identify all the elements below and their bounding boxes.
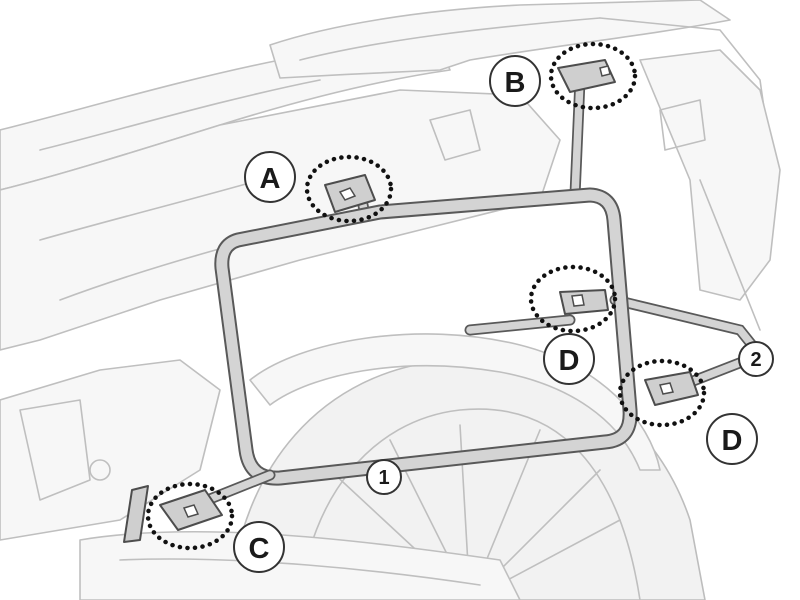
callout-d-lower-label: D bbox=[722, 425, 743, 457]
mount-plate-a bbox=[324, 174, 376, 213]
callout-b: B bbox=[489, 55, 541, 107]
callout-a-label: A bbox=[260, 163, 281, 195]
ring-b bbox=[548, 41, 638, 111]
callout-b-label: B bbox=[505, 67, 526, 99]
mount-plate-b bbox=[557, 59, 616, 93]
callout-part-1-label: 1 bbox=[378, 467, 389, 489]
mount-plate-c bbox=[123, 485, 223, 543]
mount-plate-d-lower bbox=[644, 371, 699, 406]
callout-d-upper: D bbox=[543, 333, 595, 385]
ring-c bbox=[145, 481, 235, 551]
callout-d-lower: D bbox=[706, 413, 758, 465]
callout-a: A bbox=[244, 151, 296, 203]
callout-c-label: C bbox=[249, 533, 270, 565]
callout-d-upper-label: D bbox=[559, 345, 580, 377]
callout-part-2: 2 bbox=[738, 341, 774, 377]
callout-c: C bbox=[233, 521, 285, 573]
ring-d-lower bbox=[617, 358, 707, 428]
rear-rim bbox=[299, 408, 641, 600]
ring-a bbox=[304, 154, 394, 224]
mount-plate-d-upper bbox=[559, 289, 609, 315]
dotted-callout-rings bbox=[145, 41, 707, 551]
callout-part-2-label: 2 bbox=[750, 349, 761, 371]
motorcycle-line-art bbox=[0, 0, 781, 600]
ring-d-upper bbox=[528, 264, 618, 334]
tail-light bbox=[639, 49, 781, 301]
lower-frame bbox=[0, 359, 221, 541]
side-panel bbox=[0, 89, 561, 351]
callout-part-1: 1 bbox=[366, 459, 402, 495]
